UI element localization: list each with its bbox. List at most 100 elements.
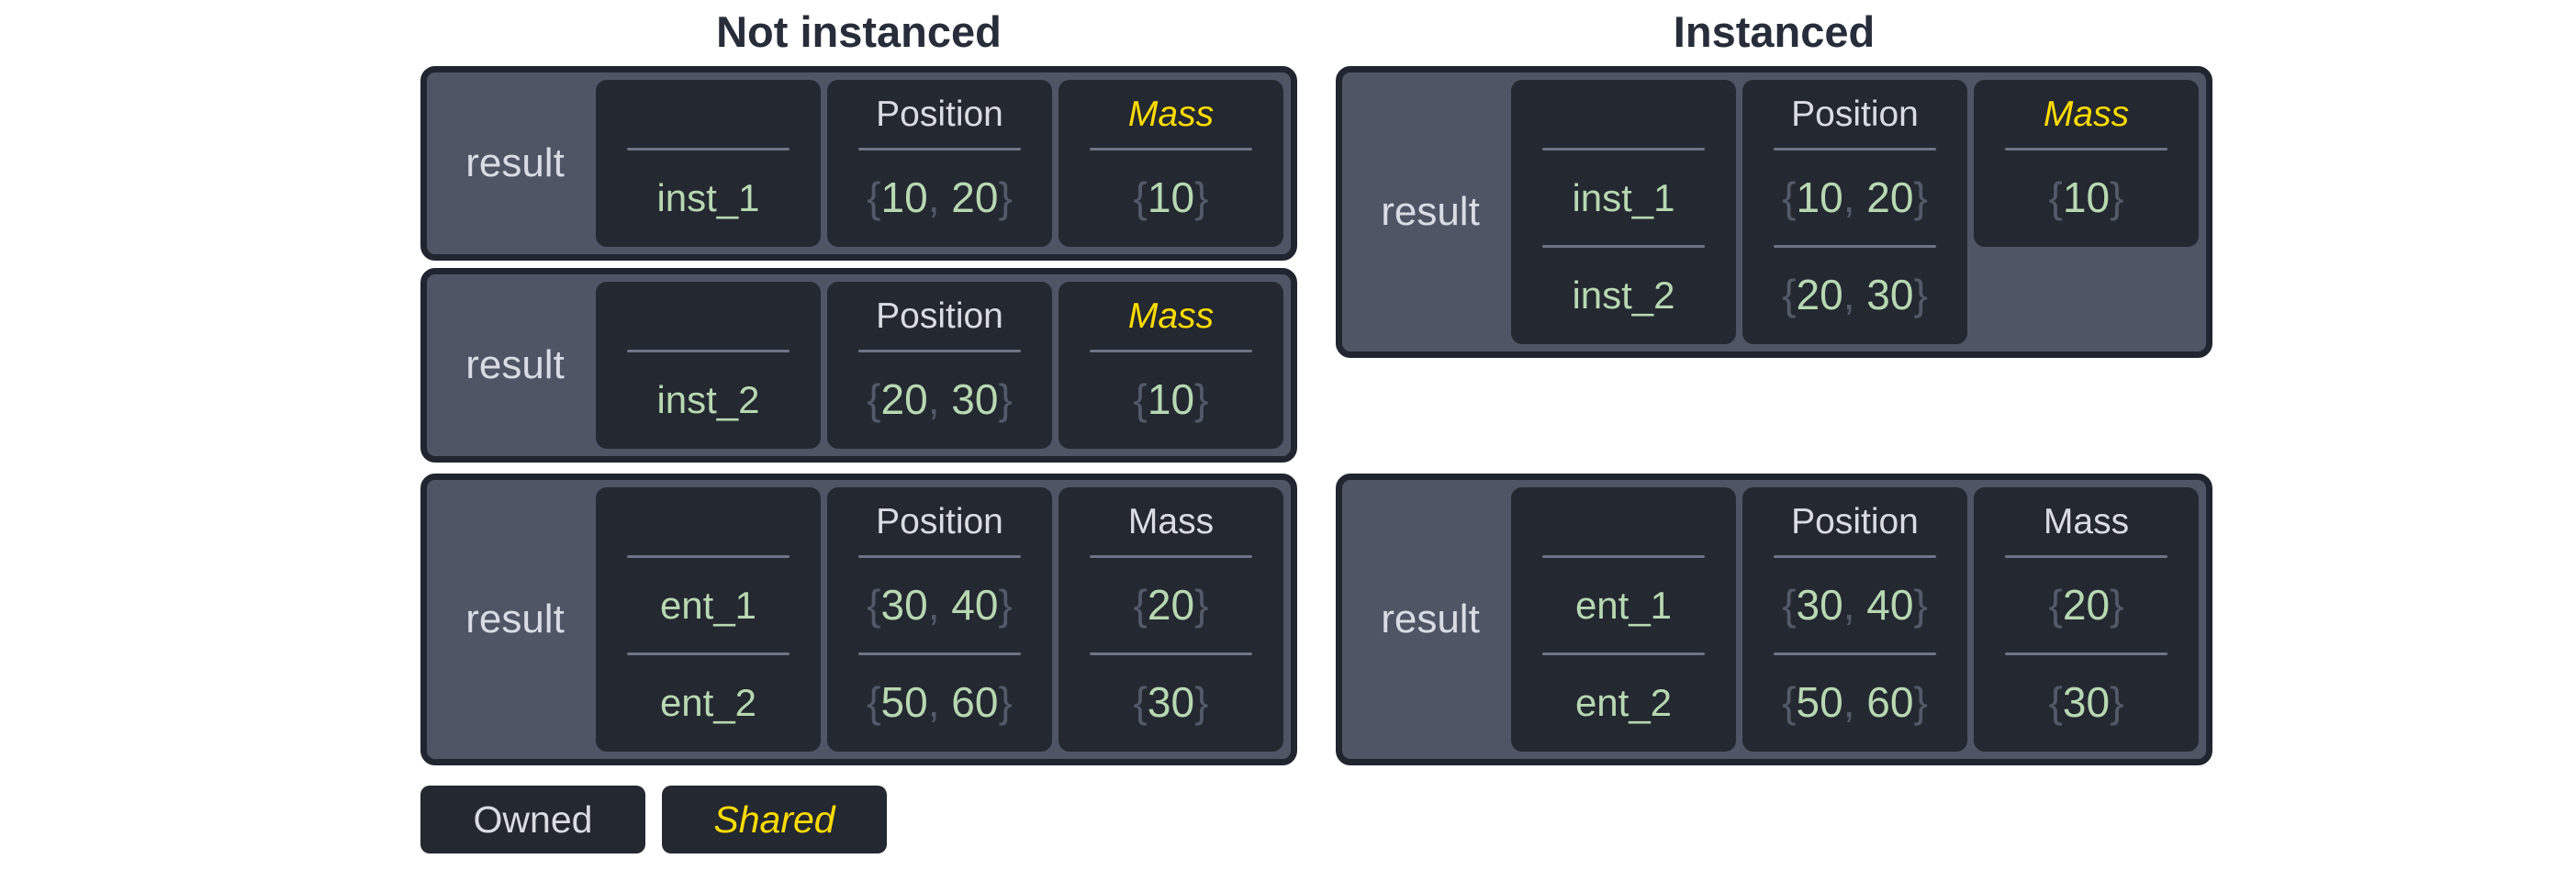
entity-column: inst_2	[596, 282, 821, 449]
result-label: result	[1381, 189, 1480, 234]
row-divider	[858, 652, 1021, 655]
open-brace: {	[1782, 271, 1797, 318]
component-value: {10}	[1974, 154, 2199, 241]
value-number: 40	[1866, 581, 1914, 629]
open-brace: {	[2048, 678, 2063, 726]
row-divider	[1542, 148, 1705, 151]
column-header: Position	[876, 502, 1003, 541]
position-column: Position{20, 30}	[827, 282, 1052, 449]
value-number: 10	[2062, 173, 2111, 221]
row-divider	[2005, 148, 2167, 151]
entity-name-value: ent_1	[1574, 584, 1673, 627]
entity-column: ent_1 ent_2	[1511, 487, 1736, 752]
entity-name-value: inst_2	[656, 378, 760, 421]
value-separator: ,	[1842, 678, 1867, 726]
row-divider	[627, 350, 790, 352]
section-title: Not instanced	[716, 7, 1002, 56]
component-value: {30, 40}	[827, 562, 1052, 649]
row-divider	[627, 652, 790, 655]
column-header: Position	[876, 95, 1003, 134]
result-label: result	[465, 140, 565, 185]
close-brace: }	[998, 173, 1013, 221]
component-value: {20, 30}	[827, 356, 1052, 443]
value-number: 10	[1147, 173, 1195, 221]
entity-name-value: ent_2	[1574, 681, 1673, 724]
section-title: Instanced	[1673, 7, 1876, 56]
value-number: 30	[951, 375, 999, 423]
row-divider	[1090, 652, 1252, 655]
column-header: Mass	[2043, 502, 2130, 541]
value-separator: ,	[1842, 173, 1867, 221]
value-number: 30	[2062, 678, 2111, 726]
open-brace: {	[1133, 581, 1148, 629]
result-label: result	[1381, 597, 1480, 641]
value-number: 20	[2062, 581, 2111, 629]
entity-name-value: inst_1	[1572, 176, 1675, 219]
close-brace: }	[1913, 678, 1928, 726]
close-brace: }	[1194, 173, 1209, 221]
row-divider	[627, 148, 790, 151]
row-divider	[858, 350, 1021, 352]
value-number: 40	[951, 581, 999, 629]
component-value: {10, 20}	[1742, 154, 1967, 241]
close-brace: }	[1194, 375, 1209, 423]
row-divider	[858, 148, 1021, 151]
row-divider	[1542, 245, 1705, 248]
open-brace: {	[1782, 678, 1797, 726]
row-divider	[1090, 555, 1252, 558]
column-header: Position	[1791, 95, 1919, 134]
row-divider	[1774, 555, 1936, 558]
row-divider	[1774, 652, 1936, 655]
entity-name-value: ent_1	[659, 584, 757, 627]
component-value: {30}	[1058, 659, 1283, 746]
component-value: {20}	[1974, 562, 2199, 649]
close-brace: }	[1194, 678, 1209, 726]
open-brace: {	[2048, 581, 2063, 629]
open-brace: {	[1782, 173, 1797, 221]
value-number: 30	[880, 581, 928, 629]
result-label: result	[465, 597, 565, 641]
mass-column: Mass {20} {30}	[1974, 487, 2199, 752]
value-separator: ,	[1842, 581, 1867, 629]
column-header	[596, 493, 821, 552]
mass-column: Mass{20}{30}	[1058, 487, 1283, 752]
value-number: 20	[1147, 581, 1195, 629]
value-number: 50	[880, 678, 928, 726]
value-number: 20	[880, 375, 928, 423]
close-brace: }	[2110, 173, 2124, 221]
open-brace: {	[867, 581, 881, 629]
column-header	[596, 85, 821, 144]
position-column: Position{30, 40}{50, 60}	[827, 487, 1052, 752]
close-brace: }	[1913, 581, 1928, 629]
value-number: 10	[1796, 173, 1843, 221]
open-brace: {	[1133, 375, 1148, 423]
position-column: Position{10, 20}	[827, 80, 1052, 247]
close-brace: }	[1194, 581, 1209, 629]
row-divider	[2005, 652, 2167, 655]
row-divider	[1542, 652, 1705, 655]
open-brace: {	[1133, 173, 1148, 221]
value-separator: ,	[927, 678, 952, 726]
open-brace: {	[867, 678, 881, 726]
row-divider	[1090, 148, 1252, 151]
entity-column: inst_1	[596, 80, 821, 247]
column-header	[596, 287, 821, 346]
component-value: {10}	[1058, 154, 1283, 241]
open-brace: {	[867, 173, 881, 221]
row-divider	[858, 555, 1021, 558]
value-separator: ,	[927, 375, 952, 423]
row-divider	[627, 555, 790, 558]
column-header: Mass	[1127, 95, 1215, 134]
component-value: {30}	[1974, 659, 2199, 746]
value-number: 60	[1866, 678, 1914, 726]
column-header: Mass	[1127, 502, 1215, 541]
row-divider	[2005, 555, 2167, 558]
